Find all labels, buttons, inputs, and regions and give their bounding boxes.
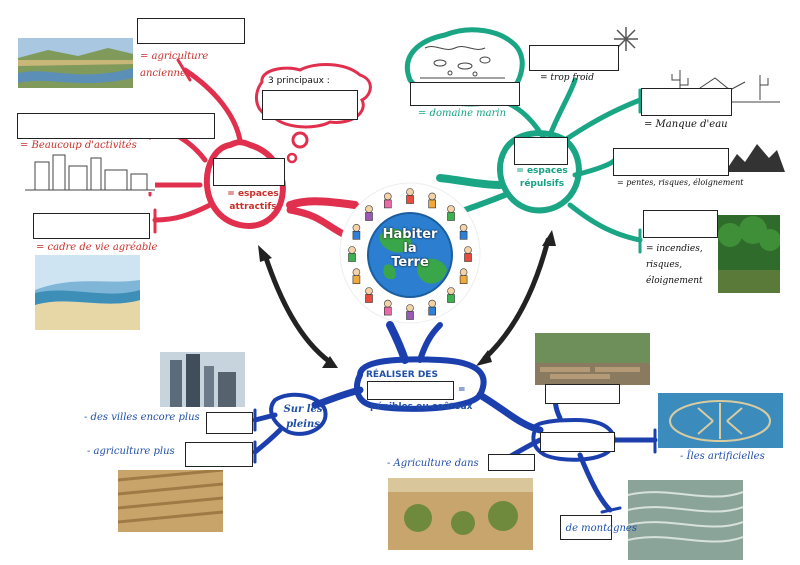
child-figure: [459, 224, 468, 240]
label-eau: = Manque d'eau: [644, 119, 728, 130]
label-froid: = trop froid: [540, 73, 595, 83]
answer-box-red-center[interactable]: [213, 158, 285, 186]
answer-box-agri-dans[interactable]: [488, 454, 535, 471]
child-figure: [352, 224, 361, 240]
logging-photo: [535, 333, 650, 385]
answer-box-villes[interactable]: [206, 412, 253, 434]
answer-box-cadre[interactable]: [33, 213, 150, 239]
child-figure: [384, 192, 392, 209]
child-figure: [406, 304, 414, 320]
snowflake-icon: [612, 25, 640, 53]
center-title-line2: la: [403, 241, 417, 256]
child-figure: [428, 192, 436, 209]
city-skyline-drawing: [25, 152, 155, 192]
red-branch: [147, 58, 359, 239]
thought-dot: [286, 152, 298, 164]
label-incendies: = incendies, risques, éloignement: [646, 244, 703, 286]
answer-box-agri-plus[interactable]: [185, 442, 253, 467]
label-montagnes: de montagnes: [565, 523, 637, 534]
label-red-center: = espaces attractifs: [227, 189, 279, 212]
thought-dot: [291, 131, 309, 149]
palm-island-photo: [658, 393, 783, 448]
child-figure: [384, 299, 392, 316]
label-cadre: = cadre de vie agréable: [36, 242, 158, 253]
answer-box-incendies[interactable]: [643, 210, 718, 238]
skyscrapers-photo: [160, 352, 245, 407]
center-title: Habiter la Terre: [378, 228, 442, 270]
child-figure: [365, 205, 373, 221]
beach-photo: [35, 255, 140, 330]
label-agri-dans: - Agriculture dans: [387, 458, 479, 469]
arrow-heads: [258, 230, 556, 368]
label-green-center: = espaces répulsifs: [516, 166, 568, 189]
answer-box-bubble[interactable]: [262, 90, 358, 120]
answer-box-realiser[interactable]: [367, 381, 454, 400]
label-penibles: pénibles ou coûteux: [370, 402, 473, 412]
answer-box-blue-right[interactable]: [540, 432, 615, 452]
child-figure: [352, 268, 361, 284]
globe-land: [379, 228, 447, 284]
label-realiser: RÉALISER DES: [366, 370, 438, 380]
label-bubble: 3 principaux :: [268, 76, 330, 86]
marine-drawing: [420, 38, 505, 83]
answer-box-pentes[interactable]: [613, 148, 729, 176]
river-valley-photo: [18, 38, 133, 88]
label-activites: = Beaucoup d'activités: [20, 140, 137, 151]
terraces-field-photo: [118, 470, 223, 532]
child-figure: [459, 268, 468, 284]
label-sur-les-pleins: Sur les pleins: [283, 404, 323, 430]
answer-box-montagnes[interactable]: [560, 515, 612, 540]
label-iles: - Îles artificielles: [680, 451, 765, 462]
center-title-line3: Terre: [391, 255, 429, 270]
answer-box-marin[interactable]: [410, 82, 520, 106]
label-marin: = domaine marin: [418, 108, 507, 119]
label-villes: - des villes encore plus: [84, 412, 200, 423]
child-figure: [464, 246, 472, 262]
children-figures: [348, 188, 472, 320]
center-title-line1: Habiter: [382, 227, 438, 242]
label-pentes: = pentes, risques, éloignement: [617, 178, 744, 187]
answer-box-eau[interactable]: [641, 88, 732, 116]
label-equals: =: [458, 385, 466, 395]
label-agri-plus: - agriculture plus: [87, 446, 175, 457]
answer-box-logging[interactable]: [545, 384, 620, 404]
answer-box-green-center[interactable]: [514, 137, 568, 165]
child-figure: [428, 299, 436, 316]
irrigated-desert-photo: [388, 478, 533, 550]
mountains-drawing: [725, 140, 785, 172]
answer-box-agriculture[interactable]: [137, 18, 245, 44]
label-agriculture-ancienne: = agriculture ancienne: [140, 51, 209, 79]
child-figure: [406, 188, 414, 204]
child-figure: [348, 246, 356, 262]
answer-box-activities[interactable]: [17, 113, 215, 139]
connector-arrows: [262, 237, 551, 365]
answer-box-froid[interactable]: [529, 45, 619, 71]
forest-photo: [718, 215, 780, 293]
child-figure: [365, 287, 373, 303]
child-figure: [447, 205, 455, 221]
child-figure: [447, 287, 455, 303]
blue-branch: [252, 321, 658, 514]
rice-terraces-photo: [628, 480, 743, 560]
